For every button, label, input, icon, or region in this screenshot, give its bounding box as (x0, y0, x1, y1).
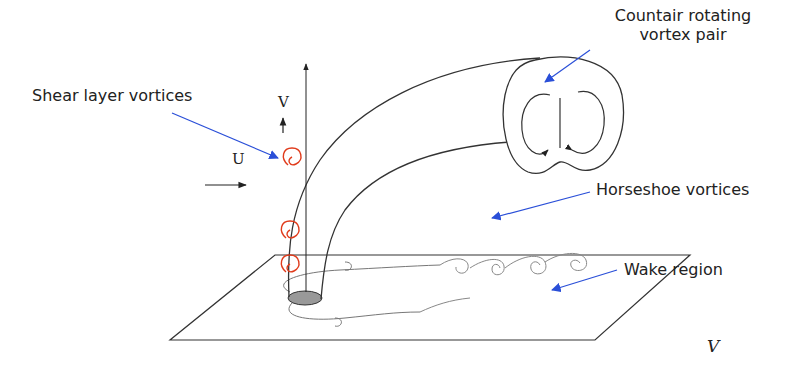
jet-velocity-arrow (282, 118, 283, 133)
velocity-symbol: U (232, 150, 245, 168)
wake-spirals (420, 253, 587, 312)
callout-label: Countair rotating vortex pair (598, 6, 768, 44)
jet-axis-arrow (306, 64, 307, 292)
callout-label: Horseshoe vortices (596, 180, 749, 199)
crossflow-arrow (205, 184, 246, 185)
velocity-symbol: V (707, 336, 719, 356)
shear-layer-vortices (281, 148, 301, 272)
callout-label: Shear layer vortices (32, 86, 192, 105)
wall-plane (170, 255, 690, 340)
jet-hole (288, 291, 322, 305)
velocity-symbol: V (278, 93, 289, 111)
vortex-pair-outline (503, 57, 623, 173)
leader-arrows (172, 50, 617, 290)
horseshoe-vortex-lines (284, 262, 440, 326)
callout-label: Wake region (624, 260, 723, 279)
vortex-pair-rotation (522, 91, 605, 154)
jet-plume (289, 58, 540, 299)
